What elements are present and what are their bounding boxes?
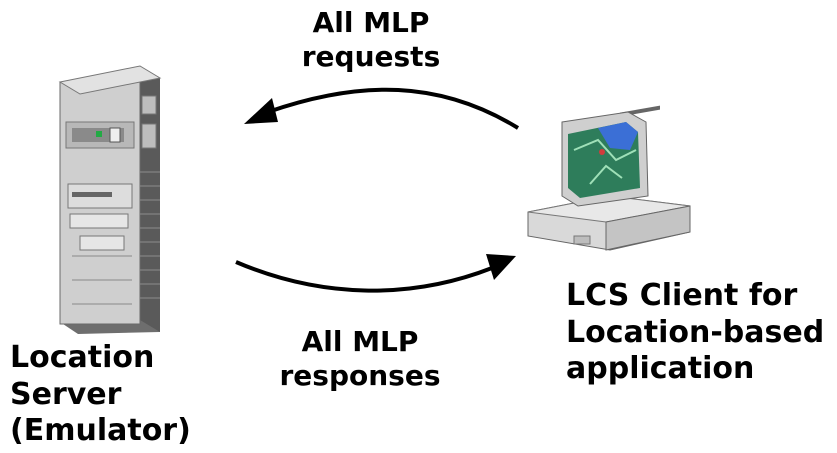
client-computer-icon bbox=[527, 105, 691, 251]
responses-arrow bbox=[235, 254, 516, 293]
server-label-line-1: Location bbox=[10, 340, 155, 375]
requests-arrow bbox=[244, 87, 520, 130]
client-label-line-1: LCS Client for bbox=[566, 278, 798, 313]
server-label: Location Server (Emulator) bbox=[10, 340, 191, 450]
requests-label-line-1: All MLP bbox=[312, 6, 430, 39]
responses-label: All MLP responses bbox=[275, 325, 445, 392]
client-label-line-3: application bbox=[566, 351, 755, 387]
client-label-line-2: Location-based bbox=[566, 314, 825, 350]
client-label: LCS Client for Location-based applicatio… bbox=[566, 278, 824, 388]
responses-label-line-2: responses bbox=[279, 358, 441, 392]
server-label-line-3: (Emulator) bbox=[10, 413, 191, 449]
responses-label-line-1: All MLP bbox=[301, 325, 419, 358]
server-label-line-2: Server bbox=[10, 376, 122, 412]
requests-label-line-2: requests bbox=[301, 39, 441, 73]
requests-label: All MLP requests bbox=[296, 6, 446, 73]
server-tower-icon bbox=[58, 65, 162, 334]
